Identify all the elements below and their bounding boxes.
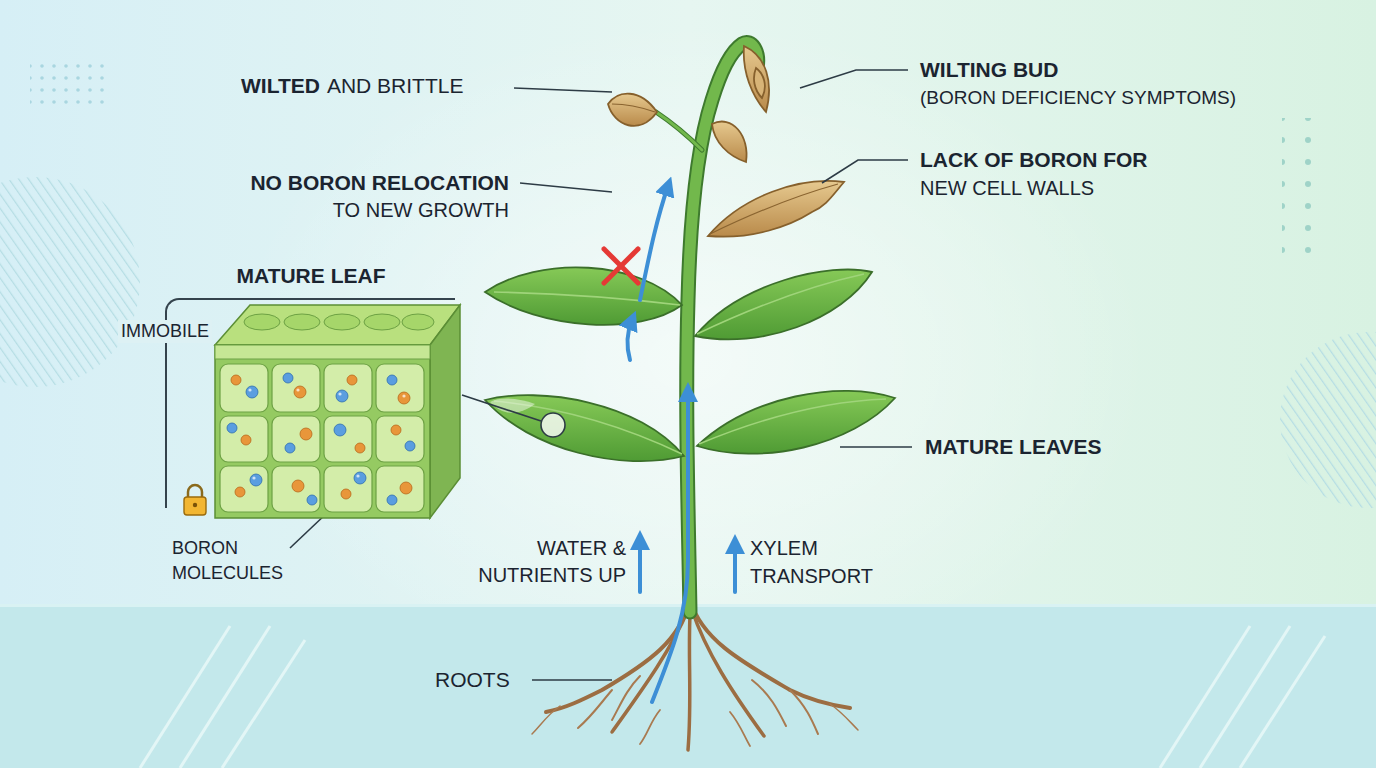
callout-label: NO BORON RELOCATION xyxy=(250,171,509,195)
dot-grid xyxy=(30,56,106,112)
inset-bracket: MATURE LEAFIMMOBILE xyxy=(165,298,455,508)
callout-label: ROOTS xyxy=(435,668,510,692)
zoom-circle xyxy=(541,413,565,437)
leaf-cross-section xyxy=(215,305,460,518)
dot-grid xyxy=(1282,118,1328,264)
floor-band xyxy=(0,604,1376,768)
arrow-label: XYLEM xyxy=(750,537,818,560)
callout-label: WILTED xyxy=(241,74,320,98)
floor-stripes xyxy=(140,626,1325,768)
callout-label: WILTING BUD xyxy=(920,58,1058,82)
callout-label: LACK OF BORON FOR xyxy=(920,148,1147,172)
callout-label: AND BRITTLE xyxy=(327,74,464,98)
callout-label: (BORON DEFICIENCY SYMPTOMS) xyxy=(920,87,1236,109)
callout-label: NEW CELL WALLS xyxy=(920,177,1094,200)
roots xyxy=(532,600,858,750)
leader-lines xyxy=(290,70,912,680)
wilted-leaves xyxy=(608,46,844,237)
arrow-label: NUTRIENTS UP xyxy=(478,564,626,587)
lock-icon xyxy=(184,485,206,515)
callout-label: TO NEW GROWTH xyxy=(333,199,509,222)
callout-label: BORON xyxy=(172,538,238,559)
callout-label: MATURE LEAVES xyxy=(925,435,1102,459)
arrow-label: WATER & xyxy=(537,537,626,560)
striped-circle xyxy=(1280,332,1376,508)
striped-circle xyxy=(0,177,140,387)
arrow-label: TRANSPORT xyxy=(750,565,873,588)
xylem-arrows xyxy=(628,186,735,702)
blocked-mark xyxy=(604,249,638,283)
inset-heading: MATURE LEAF xyxy=(167,264,455,288)
callout-label: MOLECULES xyxy=(172,563,283,584)
property-label: IMMOBILE xyxy=(118,320,212,343)
